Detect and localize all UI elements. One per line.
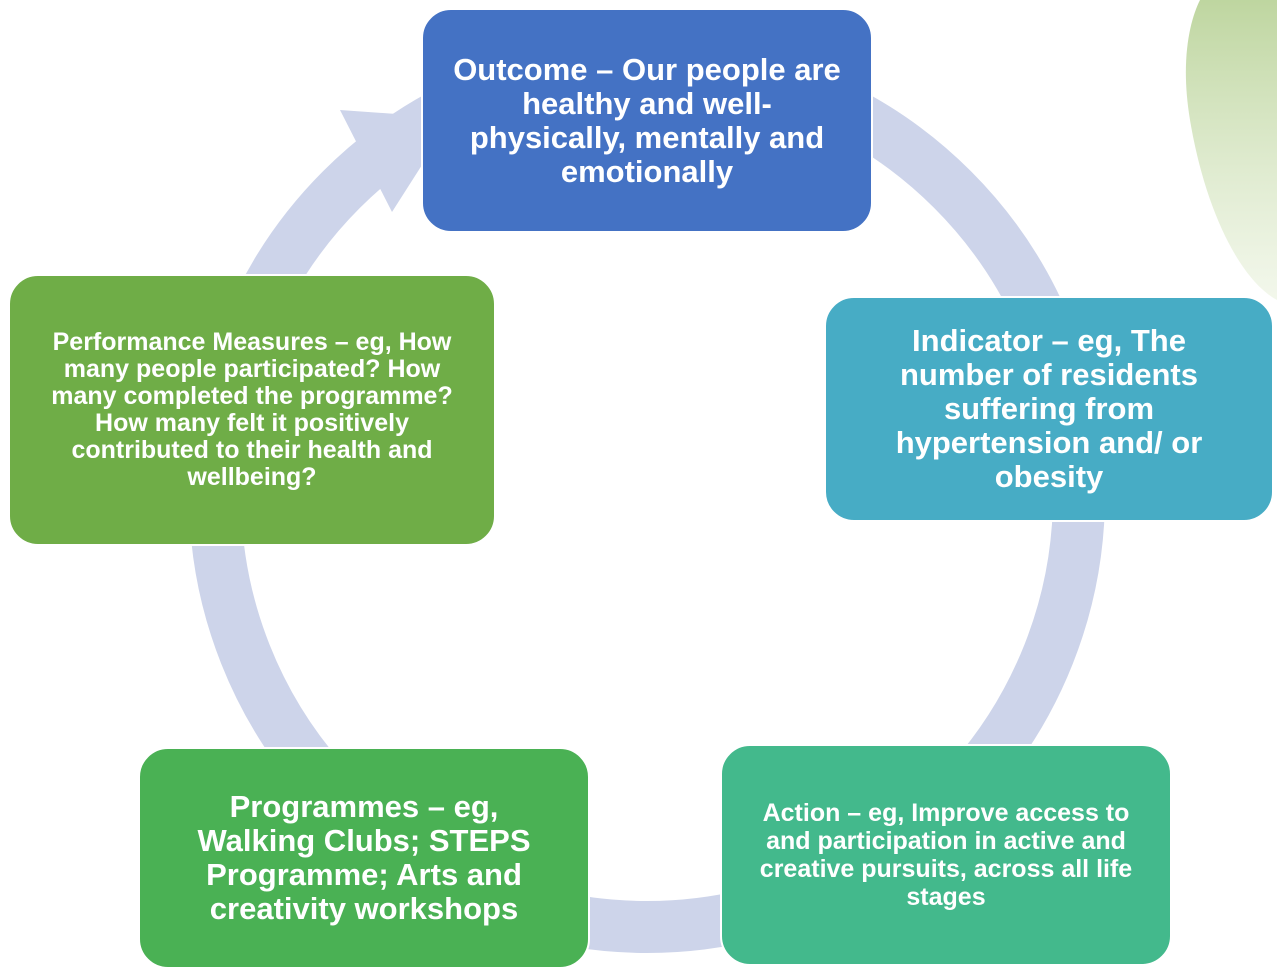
programmes-box: Programmes – eg, Walking Clubs; STEPS Pr… [138, 747, 590, 969]
performance-measures-box: Performance Measures – eg, How many peop… [8, 274, 496, 546]
indicator-box: Indicator – eg, The number of residents … [824, 296, 1274, 522]
outcome-text: Outcome – Our people are healthy and wel… [453, 51, 841, 189]
outcome-box: Outcome – Our people are healthy and wel… [421, 8, 873, 233]
programmes-text: Programmes – eg, Walking Clubs; STEPS Pr… [197, 789, 531, 926]
action-text: Action – eg, Improve access to and parti… [759, 799, 1133, 911]
performance-measures-text: Performance Measures – eg, How many peop… [51, 328, 453, 491]
leaf-decoration [1185, 0, 1277, 300]
action-box: Action – eg, Improve access to and parti… [720, 744, 1172, 966]
indicator-text: Indicator – eg, The number of residents … [895, 323, 1203, 494]
